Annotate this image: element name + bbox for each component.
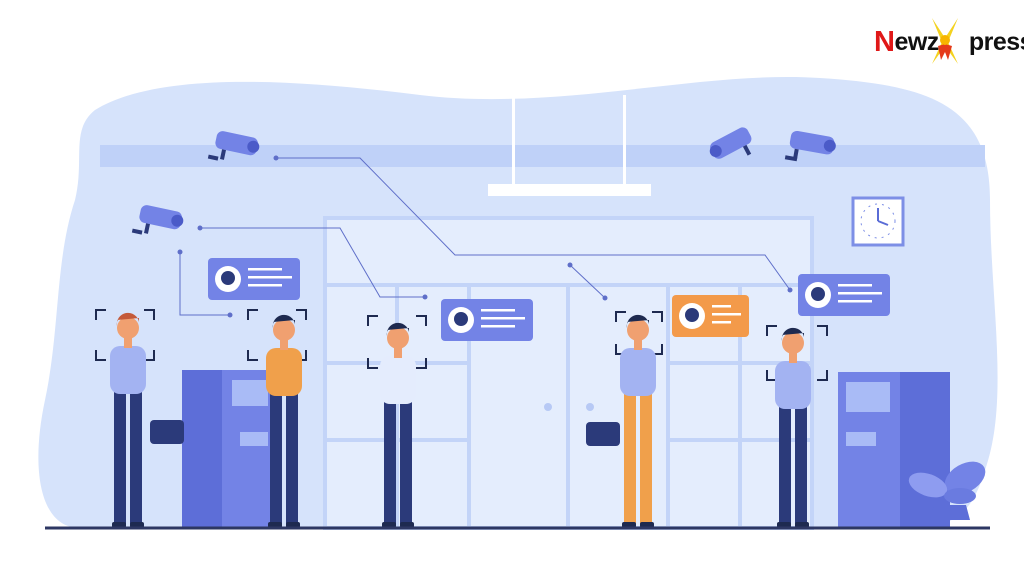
logo-text-start: ewz: [894, 27, 939, 56]
face-id-card: [441, 299, 533, 341]
light-rod: [623, 95, 626, 185]
briefcase-icon: [150, 420, 184, 444]
face-scan-bracket: [95, 309, 155, 361]
door-handle: [544, 403, 552, 411]
face-id-card: [208, 258, 300, 300]
face-scan-bracket: [615, 311, 663, 355]
logo-text-end: press: [968, 27, 1024, 56]
security-camera-icon: [131, 205, 184, 235]
light-rod: [512, 95, 515, 185]
ceiling-light: [488, 184, 651, 196]
security-camera-icon: [784, 130, 836, 162]
logo-x-mark: [932, 18, 958, 64]
atm-machine: [182, 370, 272, 528]
atm-machine: [838, 372, 950, 528]
plant-icon: [908, 461, 986, 520]
face-scan-bracket: [766, 325, 828, 381]
face-scan-bracket: [367, 315, 427, 369]
door-handle: [586, 403, 594, 411]
logo-letter-n: N: [874, 25, 895, 58]
security-camera-icon: [709, 127, 752, 159]
connection-lines: [179, 157, 791, 316]
man-walking-right: [586, 314, 656, 528]
face-id-card: [672, 295, 749, 337]
clock-icon: [851, 196, 905, 247]
woman-with-folder: [380, 322, 416, 528]
briefcase-icon: [586, 422, 620, 446]
security-camera-icon: [207, 131, 260, 161]
person-walking-left: [110, 312, 184, 528]
ceiling-band: [100, 145, 985, 167]
face-scan-bracket: [247, 309, 307, 361]
face-id-card: [798, 274, 890, 316]
